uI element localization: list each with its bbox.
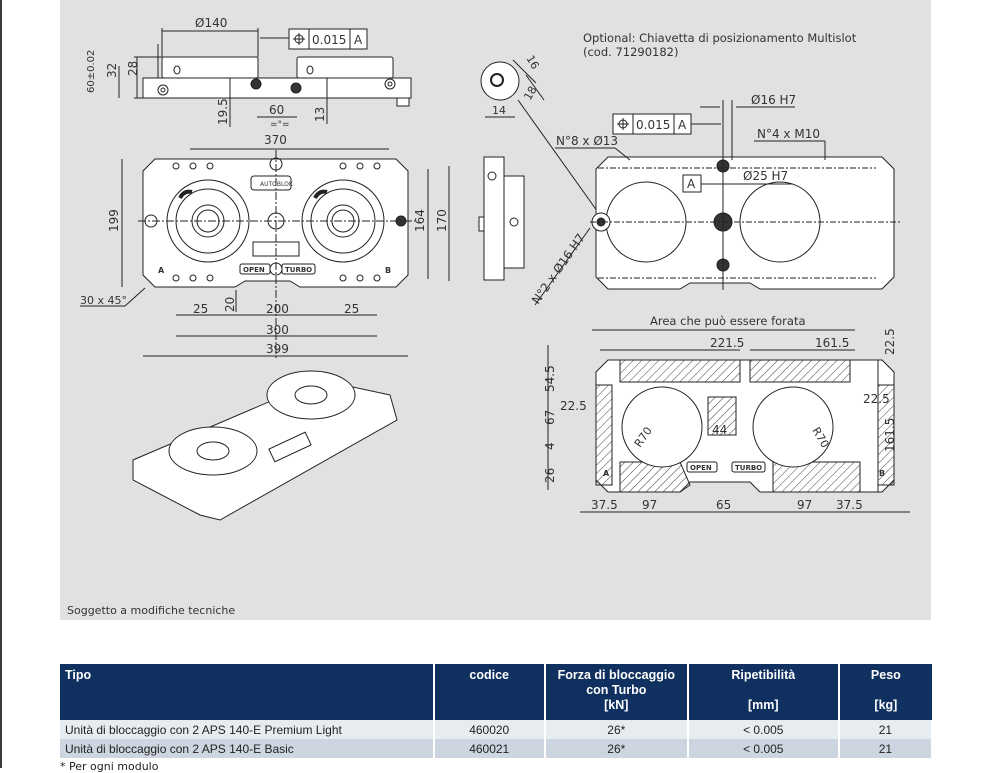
svg-text:AUTOBLOK: AUTOBLOK (260, 181, 294, 188)
svg-text:B: B (879, 469, 885, 478)
cell-forza: 26* (544, 720, 689, 739)
svg-text:221.5: 221.5 (710, 336, 744, 350)
drill-label-turbo: TURBO (735, 464, 762, 472)
svg-text:14: 14 (492, 104, 506, 117)
technical-drawings: Ø140 0.015 A 60±0.02 32 28 19.5 60 =°= 1… (80, 16, 910, 521)
svg-text:22.5: 22.5 (863, 392, 890, 406)
svg-text:170: 170 (435, 209, 449, 232)
svg-text:97: 97 (797, 498, 812, 512)
table-row: Unità di bloccaggio con 2 APS 140-E Prem… (60, 720, 934, 739)
svg-text:A: A (687, 177, 696, 191)
svg-text:16: 16 (523, 53, 541, 72)
header-ripetibilita: Ripetibilità [mm] (687, 664, 840, 720)
svg-text:161.5: 161.5 (883, 418, 897, 452)
svg-text:18: 18 (521, 84, 539, 103)
svg-text:0.015: 0.015 (312, 33, 346, 47)
callout-o25h7: Ø25 H7 (743, 169, 788, 183)
svg-text:20: 20 (223, 297, 237, 312)
side-view: Ø140 0.015 A 60±0.02 32 28 19.5 60 =°= 1… (86, 16, 412, 130)
tolerance-frame-side: 0.015 A (288, 28, 368, 50)
svg-text:A: A (354, 33, 363, 47)
key-detail: 14 16 18 (480, 53, 601, 216)
cell-ripetibilita: < 0.005 (687, 720, 840, 739)
label-open: OPEN (243, 266, 265, 274)
svg-text:54.5: 54.5 (543, 365, 557, 392)
drawing-panel: Ø140 0.015 A 60±0.02 32 28 19.5 60 =°= 1… (60, 0, 931, 620)
drill-label-open: OPEN (690, 464, 712, 472)
callout-o16h7: Ø16 H7 (751, 93, 796, 107)
dim-chamfer: 30 x 45° (80, 294, 127, 307)
svg-text:97: 97 (642, 498, 657, 512)
svg-text:=°=: =°= (270, 120, 290, 130)
cell-tipo: Unità di bloccaggio con 2 APS 140-E Basi… (60, 739, 435, 758)
svg-text:28: 28 (126, 61, 140, 76)
svg-text:199: 199 (107, 209, 121, 232)
top-view: 370 AUTOBLOK OPEN TURBO A B 199 164 170 (80, 133, 450, 360)
cell-peso: 21 (838, 739, 934, 758)
svg-text:200: 200 (266, 302, 289, 316)
optional-note-line-2: (cod. 71290182) (583, 45, 679, 59)
svg-text:37.5: 37.5 (591, 498, 618, 512)
svg-text:25: 25 (344, 302, 359, 316)
cell-ripetibilita: < 0.005 (687, 739, 840, 758)
header-codice: codice (433, 664, 546, 720)
svg-text:67: 67 (543, 410, 557, 425)
table-footnote: * Per ogni modulo (60, 760, 159, 773)
svg-text:60: 60 (269, 103, 284, 117)
header-tipo: Tipo (60, 664, 435, 720)
svg-text:22.5: 22.5 (883, 328, 897, 355)
isometric-view (132, 370, 398, 521)
page-edge-rule (0, 0, 2, 768)
svg-text:19.5: 19.5 (216, 98, 230, 125)
side-profile (478, 156, 525, 281)
dim-o140: Ø140 (195, 16, 227, 30)
callout-n8-o13: N°8 x Ø13 (556, 134, 618, 148)
svg-text:370: 370 (264, 133, 287, 147)
callout-n2-o16h7: N°2 x Ø16 H7 (529, 231, 588, 307)
mount-view: 0.015 A Ø16 H7 N°8 x Ø13 N°4 x M10 A Ø25… (529, 93, 900, 307)
optional-note-line-1: Optional: Chiavetta di posizionamento Mu… (583, 31, 857, 45)
svg-text:13: 13 (313, 107, 327, 122)
cell-forza: 26* (544, 739, 689, 758)
svg-text:25: 25 (193, 302, 208, 316)
svg-text:22.5: 22.5 (560, 399, 587, 413)
drill-area-view: OPEN TURBO A B 221.5 161.5 54.5 67 4 26 … (543, 328, 910, 513)
cell-codice: 460020 (433, 720, 546, 739)
cell-codice: 460021 (433, 739, 546, 758)
svg-text:37.5: 37.5 (836, 498, 863, 512)
cell-peso: 21 (838, 720, 934, 739)
svg-text:4: 4 (543, 442, 557, 450)
optional-key-note: Optional: Chiavetta di posizionamento Mu… (583, 31, 856, 59)
technical-changes-note: Soggetto a modifiche tecniche (67, 604, 236, 617)
svg-text:26: 26 (543, 468, 557, 483)
svg-text:164: 164 (413, 209, 427, 232)
cell-tipo: Unità di bloccaggio con 2 APS 140-E Prem… (60, 720, 435, 739)
svg-text:300: 300 (266, 323, 289, 337)
svg-text:161.5: 161.5 (815, 336, 849, 350)
svg-text:0.015: 0.015 (636, 118, 670, 132)
svg-text:32: 32 (105, 63, 119, 78)
svg-text:A: A (603, 469, 610, 478)
header-peso: Peso [kg] (838, 664, 932, 720)
svg-text:65: 65 (716, 498, 731, 512)
svg-text:A: A (158, 266, 165, 275)
svg-text:44: 44 (712, 423, 727, 437)
svg-text:A: A (678, 118, 687, 132)
drill-area-title: Area che può essere forata (650, 314, 806, 328)
dim-60-tol: 60±0.02 (86, 50, 97, 93)
svg-text:B: B (385, 266, 391, 275)
table-row: Unità di bloccaggio con 2 APS 140-E Basi… (60, 739, 934, 758)
tolerance-frame-mount: 0.015 A (612, 113, 721, 135)
label-turbo: TURBO (285, 266, 312, 274)
callout-n4-m10: N°4 x M10 (757, 127, 820, 141)
svg-text:399: 399 (266, 342, 289, 356)
